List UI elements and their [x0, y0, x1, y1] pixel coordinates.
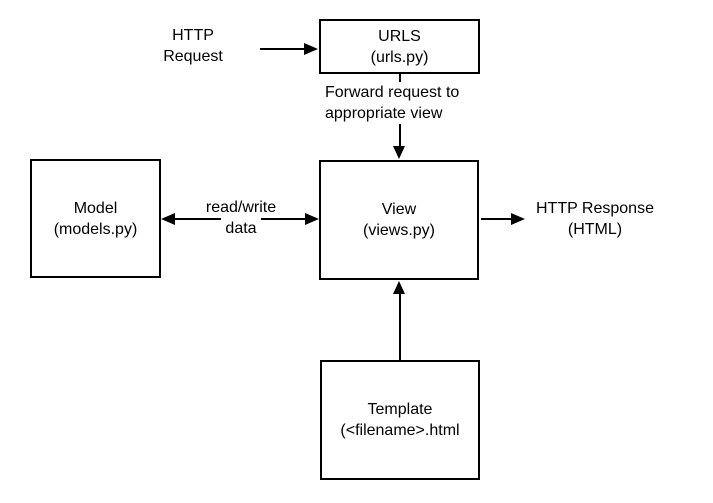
template-to-view-arrowhead-icon [393, 281, 405, 294]
http-response-label: HTTP Response (HTML) [525, 198, 665, 240]
view-box-filename: (views.py) [362, 222, 435, 239]
urls-box-title: URLS [378, 27, 421, 45]
model-box-filename: (models.py) [53, 220, 138, 238]
http-request-line1: HTTP [172, 27, 214, 44]
forward-request-line1: Forward request to [325, 84, 460, 101]
read-write-line1: read/write [205, 199, 277, 216]
request-to-urls-arrow-line [260, 48, 306, 50]
model-box: Model (models.py) [30, 159, 161, 278]
request-to-urls-arrowhead-icon [304, 43, 318, 55]
forward-request-line2: appropriate view [325, 105, 443, 122]
template-box: Template (<filename>.html [320, 360, 480, 480]
read-write-line2-text: data [221, 218, 261, 239]
read-write-data-label: read/write data [196, 197, 286, 239]
read-write-line2: data [196, 218, 286, 239]
http-request-label: HTTP Request [153, 25, 233, 67]
view-box: View (views.py) [319, 160, 479, 280]
urls-to-view-arrowhead-icon [393, 146, 405, 159]
model-view-arrowhead-left-icon [161, 213, 175, 225]
view-box-title: View [381, 201, 417, 218]
forward-request-label: Forward request to appropriate view [325, 82, 460, 124]
urls-box: URLS (urls.py) [319, 19, 480, 74]
template-to-view-arrow-line [399, 292, 401, 360]
view-to-response-arrowhead-icon [511, 213, 525, 225]
view-to-response-arrow-line [481, 218, 513, 220]
http-response-line2: (HTML) [567, 221, 623, 238]
model-view-arrowhead-right-icon [305, 213, 319, 225]
template-box-filename: (<filename>.html [340, 422, 460, 439]
model-box-title: Model [73, 199, 118, 217]
http-response-line1: HTTP Response [536, 200, 654, 217]
http-request-line2: Request [163, 48, 223, 65]
urls-box-filename: (urls.py) [370, 48, 429, 66]
template-box-title: Template [367, 401, 433, 418]
